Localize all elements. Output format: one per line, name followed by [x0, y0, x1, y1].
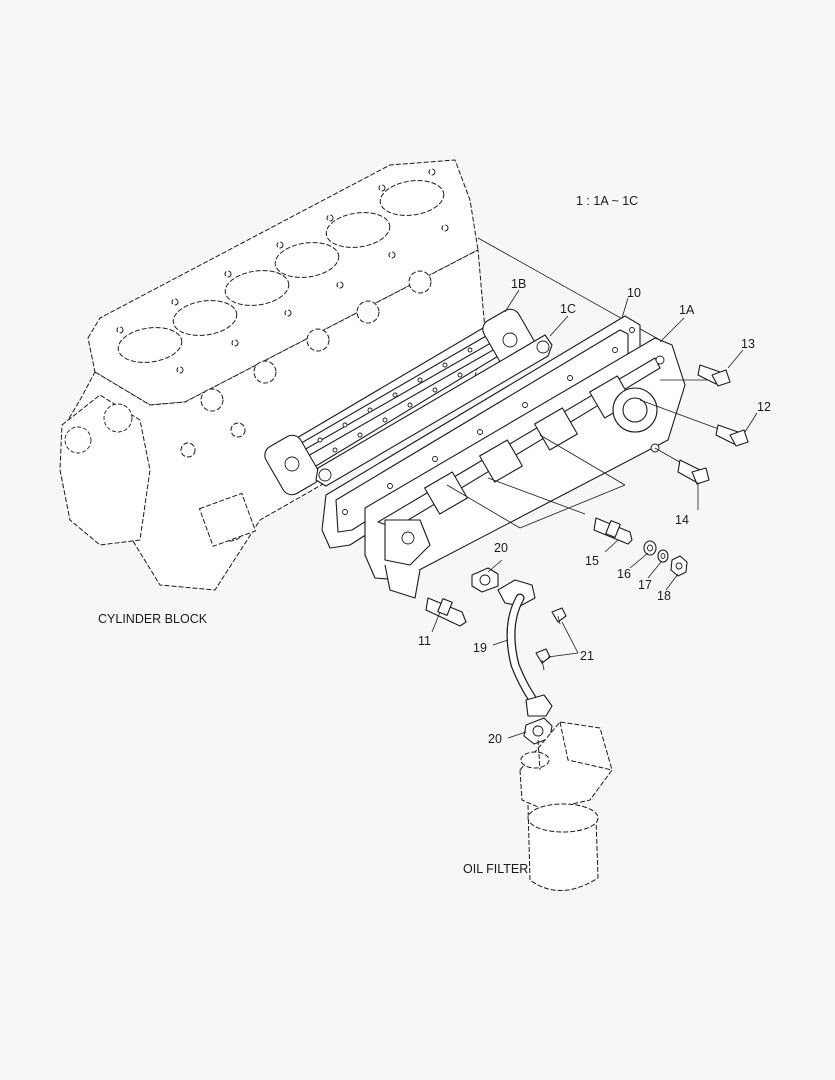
- bolt-13: [697, 364, 731, 387]
- gasket-bolt-holes: [342, 327, 635, 515]
- callout-11: 11: [418, 634, 431, 648]
- callout-13: 13: [741, 337, 755, 351]
- block-bosses: [180, 270, 432, 547]
- oil-cooler-element-1B: [264, 308, 538, 496]
- callout-19: 19: [473, 641, 487, 655]
- callout-1C: 1C: [560, 302, 576, 316]
- leader-lines: [431, 289, 758, 739]
- screw-21-upper: [551, 607, 567, 625]
- gasket-20-upper: [471, 567, 499, 593]
- callout-1B: 1B: [511, 277, 526, 291]
- oil-filter-label: OIL FILTER: [463, 862, 528, 876]
- labels: 1 : 1A ~ 1C CYLINDER BLOCK OIL FILTER 1B…: [98, 194, 771, 876]
- gasket-1C: [315, 334, 553, 487]
- stud-15: [593, 517, 633, 545]
- cooler-fin-dots: [317, 347, 473, 453]
- callout-20-upper: 20: [494, 541, 508, 555]
- washer-16: [643, 540, 657, 556]
- washer-17: [657, 549, 669, 563]
- cylinder-block: [59, 159, 661, 591]
- callout-12: 12: [757, 400, 771, 414]
- callout-10: 10: [627, 286, 641, 300]
- bolt-12: [715, 424, 749, 447]
- callout-21: 21: [580, 649, 594, 663]
- callout-20-lower: 20: [488, 732, 502, 746]
- bolt-14: [677, 459, 710, 485]
- cylinder-block-label: CYLINDER BLOCK: [98, 612, 208, 626]
- oil-pipe-19: [497, 579, 553, 717]
- callout-16: 16: [617, 567, 631, 581]
- stud-locator-lines: [446, 379, 736, 529]
- callout-17: 17: [638, 578, 652, 592]
- oil-filter: [519, 721, 613, 891]
- callout-18: 18: [657, 589, 671, 603]
- callout-1A: 1A: [679, 303, 695, 317]
- callout-14: 14: [675, 513, 689, 527]
- deck-bolt-holes: [116, 168, 449, 374]
- stud-11: [425, 597, 467, 627]
- screw-21-lower: [535, 648, 551, 671]
- cylinder-bores: [117, 180, 445, 363]
- scale-note: 1 : 1A ~ 1C: [576, 194, 638, 208]
- nut-18: [670, 555, 688, 577]
- callout-15: 15: [585, 554, 599, 568]
- gasket-20-lower: [523, 717, 553, 745]
